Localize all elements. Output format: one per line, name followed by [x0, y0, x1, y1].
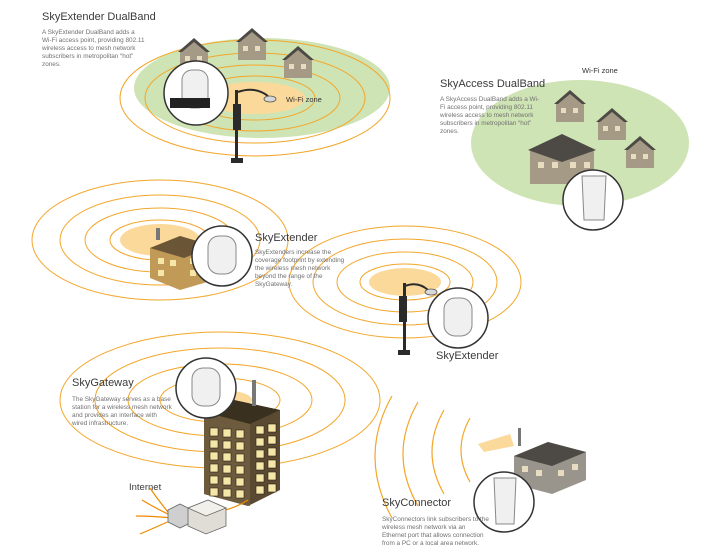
- building-window: [267, 447, 277, 457]
- building-window: [222, 464, 232, 474]
- building-window: [267, 471, 277, 481]
- building-windows: [209, 423, 277, 499]
- building-window: [235, 477, 245, 487]
- building-window: [222, 476, 232, 486]
- building-window: [255, 473, 265, 483]
- building-window: [222, 440, 232, 450]
- skyconnector-description: SkyConnectors link subscribers to the wi…: [382, 516, 489, 547]
- connector-beam: [478, 434, 514, 452]
- footprint-top: [205, 82, 305, 114]
- skyaccess-dualband-title: SkyAccess DualBand: [440, 78, 546, 90]
- skygateway-description: The SkyGateway serves as a base station …: [72, 396, 172, 427]
- skyextender-dualband-description: A SkyExtender DualBand adds a Wi-Fi acce…: [42, 29, 145, 68]
- building-window: [235, 453, 245, 463]
- skyconnector-title: SkyConnector: [382, 497, 452, 509]
- house-icon: [554, 90, 586, 122]
- skyextender-title: SkyExtender: [255, 232, 318, 244]
- building-window: [235, 489, 245, 499]
- antenna-unit-icon: [163, 60, 229, 126]
- office-building-icon: [514, 428, 586, 494]
- building-window: [255, 425, 265, 435]
- skyextender-street-title: SkyExtender: [436, 350, 499, 362]
- antenna-unit-icon: [191, 225, 253, 287]
- building-window: [222, 488, 232, 498]
- building-window: [209, 439, 219, 449]
- building-window: [209, 427, 219, 437]
- building-window: [255, 461, 265, 471]
- house-icon: [624, 136, 656, 168]
- connector-signal-arcs: [374, 395, 471, 519]
- wifi-zone-label-top: Wi-Fi zone: [286, 95, 322, 104]
- antenna-unit-icon: [473, 471, 535, 533]
- router-box-icon: [186, 499, 228, 535]
- building-window: [255, 449, 265, 459]
- antenna-unit-icon: [427, 287, 489, 349]
- skygateway-title: SkyGateway: [72, 377, 134, 389]
- skyextender-dualband-title: SkyExtender DualBand: [42, 11, 156, 23]
- lamp-post-icon: [231, 88, 277, 163]
- building-window: [209, 451, 219, 461]
- office-building-icon: [528, 134, 596, 184]
- house-icon: [596, 108, 628, 140]
- wifi-zone-label-right: Wi-Fi zone: [582, 66, 618, 75]
- house-icon: [236, 28, 268, 60]
- building-window: [267, 459, 277, 469]
- antenna-unit-icon: [175, 357, 237, 419]
- building-window: [235, 429, 245, 439]
- skyextender-description: SkyExtenders increase the coverage footp…: [255, 249, 345, 288]
- skyaccess-dualband-description: A SkyAccess DualBand adds a Wi-Fi access…: [440, 96, 540, 135]
- building-window: [235, 465, 245, 475]
- building-window: [255, 485, 265, 495]
- building-window: [222, 428, 232, 438]
- building-window: [209, 487, 219, 497]
- building-window: [267, 423, 277, 433]
- footprint-mid: [369, 268, 441, 296]
- lamp-post-icon: [398, 283, 438, 355]
- building-window: [209, 463, 219, 473]
- house-icon: [282, 46, 314, 78]
- building-window: [209, 475, 219, 485]
- internet-label: Internet: [129, 482, 162, 493]
- building-window: [235, 441, 245, 451]
- building-window: [267, 483, 277, 493]
- building-window: [267, 435, 277, 445]
- antenna-unit-icon: [562, 169, 624, 231]
- building-window: [255, 437, 265, 447]
- building-window: [222, 452, 232, 462]
